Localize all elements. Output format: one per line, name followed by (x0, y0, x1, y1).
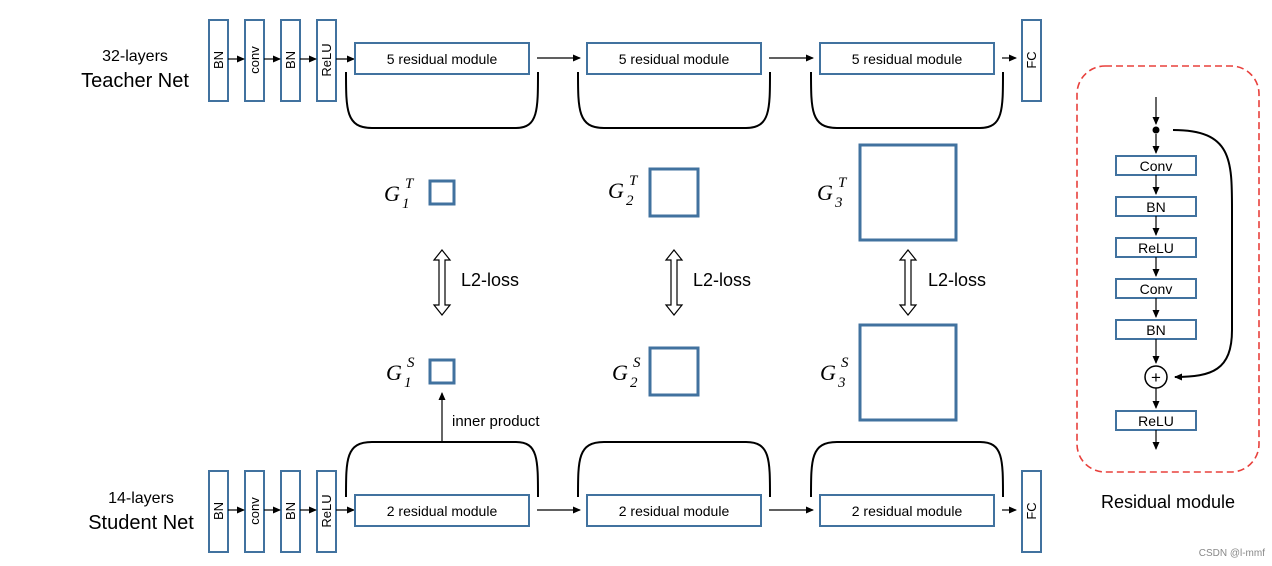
teacher-title-line1: 32-layers (102, 48, 168, 65)
gram-teacher-2-sup: T (629, 173, 639, 189)
gram-teacher-1-sup: T (405, 176, 415, 192)
residual-branch-dot (1152, 126, 1160, 134)
residual-module-border (1076, 65, 1260, 473)
gram-student-1-sup: S (407, 355, 415, 371)
gram-student-1-sub: 1 (404, 375, 412, 391)
teacher-stage-2-box (586, 42, 762, 75)
student-stem-label-bn2: BN (283, 502, 298, 520)
gram-student-2-symbol: G (612, 360, 628, 385)
l2-loss-label-1: L2-loss (461, 270, 519, 290)
student-fc-label: FC (1024, 502, 1039, 519)
residual-skip-connection (1172, 129, 1233, 381)
l2-loss-arrow-1 (432, 249, 452, 316)
residual-module-title: Residual module (1101, 492, 1235, 512)
teacher-stage-2-bracket (577, 71, 771, 129)
student-stage-3-box (819, 494, 995, 527)
student-stem-label-bn1: BN (211, 502, 226, 520)
teacher-stem: BN conv BN ReLU (208, 19, 355, 102)
student-stage-2-label: 2 residual module (619, 503, 730, 519)
gram-student-3-sub: 3 (837, 375, 846, 391)
student-title-line1: 14-layers (108, 490, 174, 507)
residual-layer-bn1-label: BN (1146, 199, 1165, 215)
teacher-stage-1-bracket (345, 71, 539, 129)
teacher-stem-label-bn1: BN (211, 51, 226, 69)
residual-layer-relu-out-label: ReLU (1138, 413, 1174, 429)
residual-layer-conv1-label: Conv (1140, 158, 1173, 174)
student-stem-block-conv (244, 470, 265, 553)
gram-student-3-sup: S (841, 355, 849, 371)
gram-teacher-3-sup: T (838, 175, 848, 191)
gram-teacher-3-sub: 3 (834, 195, 843, 211)
student-stage-3-label: 2 residual module (852, 503, 963, 519)
gram-student-2-square (648, 346, 700, 397)
teacher-stem-block-conv (244, 19, 265, 102)
watermark: CSDN @l-mmf (1199, 548, 1265, 559)
residual-layer-relu1-label: ReLU (1138, 240, 1174, 256)
student-stem: BN conv BN ReLU (208, 470, 355, 553)
teacher-stem-block-relu (316, 19, 337, 102)
gram-matrices: G T 1 G T 2 G T 3 G S 1 G S 2 G S 3 L2-l… (384, 143, 986, 442)
teacher-stage-3-box (819, 42, 995, 75)
l2-loss-arrow-2 (664, 249, 684, 316)
teacher-stem-block-bn2 (280, 19, 301, 102)
student-stem-label-conv: conv (247, 497, 262, 525)
teacher-stage-2-label: 5 residual module (619, 51, 730, 67)
gram-teacher-2-square (648, 167, 700, 218)
residual-module-diagram: Conv BN ReLU Conv BN + ReLU Residual mod… (1076, 65, 1260, 512)
teacher-stages: 5 residual module 5 residual module 5 re… (345, 42, 1017, 129)
student-stage-1-label: 2 residual module (387, 503, 498, 519)
teacher-stage-1-label: 5 residual module (387, 51, 498, 67)
gram-teacher-1-symbol: G (384, 181, 400, 206)
student-net: 14-layers Student Net BN conv BN ReLU 2 … (88, 441, 1042, 553)
student-stage-2-bracket (577, 441, 771, 498)
gram-teacher-3-symbol: G (817, 180, 833, 205)
gram-teacher-1-sub: 1 (402, 196, 410, 212)
teacher-fc-box (1021, 19, 1042, 102)
student-stage-2-box (586, 494, 762, 527)
student-stage-3-bracket (810, 441, 1004, 498)
gram-teacher-2-symbol: G (608, 178, 624, 203)
student-stage-1-box (354, 494, 530, 527)
teacher-stem-block-bn1 (208, 19, 229, 102)
student-stem-block-bn2 (280, 470, 301, 553)
teacher-stem-label-bn2: BN (283, 51, 298, 69)
teacher-net: 32-layers Teacher Net BN conv BN ReLU 5 … (81, 19, 1042, 129)
teacher-stage-3-label: 5 residual module (852, 51, 963, 67)
gram-student-1-symbol: G (386, 360, 402, 385)
teacher-stem-label-relu: ReLU (319, 43, 334, 76)
gram-teacher-3-square (858, 143, 958, 242)
gram-student-3-symbol: G (820, 360, 836, 385)
student-stage-1-bracket (345, 441, 539, 498)
gram-student-2-sub: 2 (630, 375, 638, 391)
gram-student-1-square (428, 358, 456, 385)
teacher-fc-label: FC (1024, 51, 1039, 68)
student-stem-label-relu: ReLU (319, 494, 334, 527)
student-fc-box (1021, 470, 1042, 553)
teacher-title-line2: Teacher Net (81, 70, 189, 92)
gram-teacher-2-sub: 2 (626, 193, 634, 209)
student-stem-block-relu (316, 470, 337, 553)
student-title-line2: Student Net (88, 512, 194, 534)
gram-teacher-1-square (428, 179, 456, 206)
teacher-stage-3-bracket (810, 71, 1004, 129)
l2-loss-arrow-3 (898, 249, 918, 316)
student-stem-block-bn1 (208, 470, 229, 553)
residual-layer-conv2-label: Conv (1140, 281, 1173, 297)
gram-student-3-square (858, 323, 958, 422)
inner-product-label: inner product (452, 413, 540, 430)
gram-student-2-sup: S (633, 355, 641, 371)
student-stages: 2 residual module 2 residual module 2 re… (345, 441, 1017, 527)
residual-add-symbol: + (1151, 368, 1161, 387)
teacher-stage-1-box (354, 42, 530, 75)
l2-loss-label-3: L2-loss (928, 270, 986, 290)
teacher-stem-label-conv: conv (247, 46, 262, 74)
l2-loss-label-2: L2-loss (693, 270, 751, 290)
residual-layer-bn2-label: BN (1146, 322, 1165, 338)
